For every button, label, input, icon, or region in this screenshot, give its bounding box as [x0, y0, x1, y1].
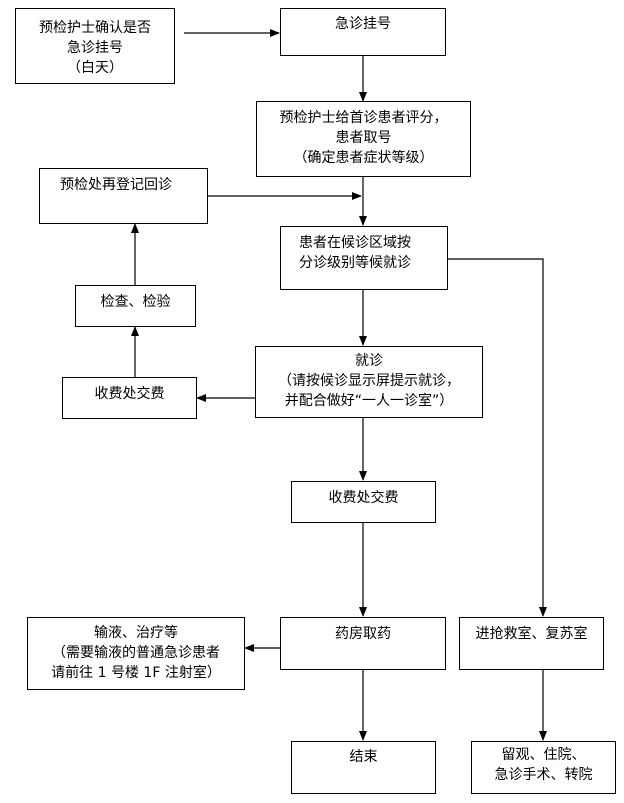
node-text-line: 预检护士给首诊患者评分， — [279, 110, 448, 126]
node-tests: 检查、检验 — [75, 285, 196, 327]
node-text-line: 预检处再登记回诊 — [60, 177, 172, 193]
node-text-line: 患者取号 — [335, 130, 392, 146]
node-rescue: 进抢救室、复苏室 — [459, 617, 604, 670]
node-text-line: （需要输液的普通急诊患者 — [52, 645, 220, 661]
node-text-line: 就诊 — [355, 353, 383, 369]
node-text-line: 检查、检验 — [100, 294, 171, 310]
node-text-line: 收费处交费 — [328, 490, 399, 506]
node-text-line: （请按候诊显示屏提示就诊， — [278, 373, 460, 389]
node-re-register: 预检处再登记回诊 — [39, 168, 208, 224]
node-text-line: 药房取药 — [335, 626, 391, 642]
node-text-line: 进抢救室、复苏室 — [475, 626, 588, 642]
node-infusion: 输液、治疗等 （需要输液的普通急诊患者请前往 1 号楼 1F 注射室） — [27, 617, 245, 690]
node-pre-check: 预检护士确认是否急诊挂号 （白天） — [15, 8, 175, 84]
node-text-line: 请前往 1 号楼 1F 注射室） — [51, 665, 221, 681]
node-pay-center: 收费处交费 — [291, 481, 436, 523]
node-pharmacy: 药房取药 — [280, 617, 446, 670]
node-text-line: 并配合做好“一人一诊室”） — [284, 393, 454, 409]
node-text-line: 留观、住院、 — [501, 747, 586, 763]
arrow-waiting-to-rescue — [448, 258, 547, 617]
node-text-line: 收费处交费 — [94, 386, 165, 402]
node-text-line: 预检护士确认是否 — [39, 20, 151, 36]
node-text-line: 结束 — [349, 749, 378, 765]
node-text-line: 急诊手术、转院 — [494, 767, 593, 783]
node-end: 结束 — [291, 741, 436, 794]
node-text-line: 分诊级别等候就诊 — [299, 255, 411, 271]
node-register: 急诊挂号 — [280, 8, 446, 56]
node-triage: 预检护士给首诊患者评分， 患者取号 （确定患者症状等级） — [256, 101, 471, 177]
node-waiting: 患者在候诊区域按分诊级别等候就诊 — [280, 226, 448, 290]
node-observe: 留观、住院、急诊手术、转院 — [471, 741, 616, 794]
node-text-line: 患者在候诊区域按 — [299, 235, 411, 251]
node-text-line: 急诊挂号 — [67, 40, 123, 56]
node-text-line: 输液、治疗等 — [94, 625, 178, 641]
node-pay-left: 收费处交费 — [62, 377, 197, 419]
node-text-line: （确定患者症状等级） — [293, 150, 434, 166]
node-text-line: 急诊挂号 — [335, 16, 391, 32]
node-visit: 就诊 （请按候诊显示屏提示就诊， 并配合做好“一人一诊室”） — [255, 346, 483, 418]
node-text-line: （白天） — [67, 60, 123, 76]
